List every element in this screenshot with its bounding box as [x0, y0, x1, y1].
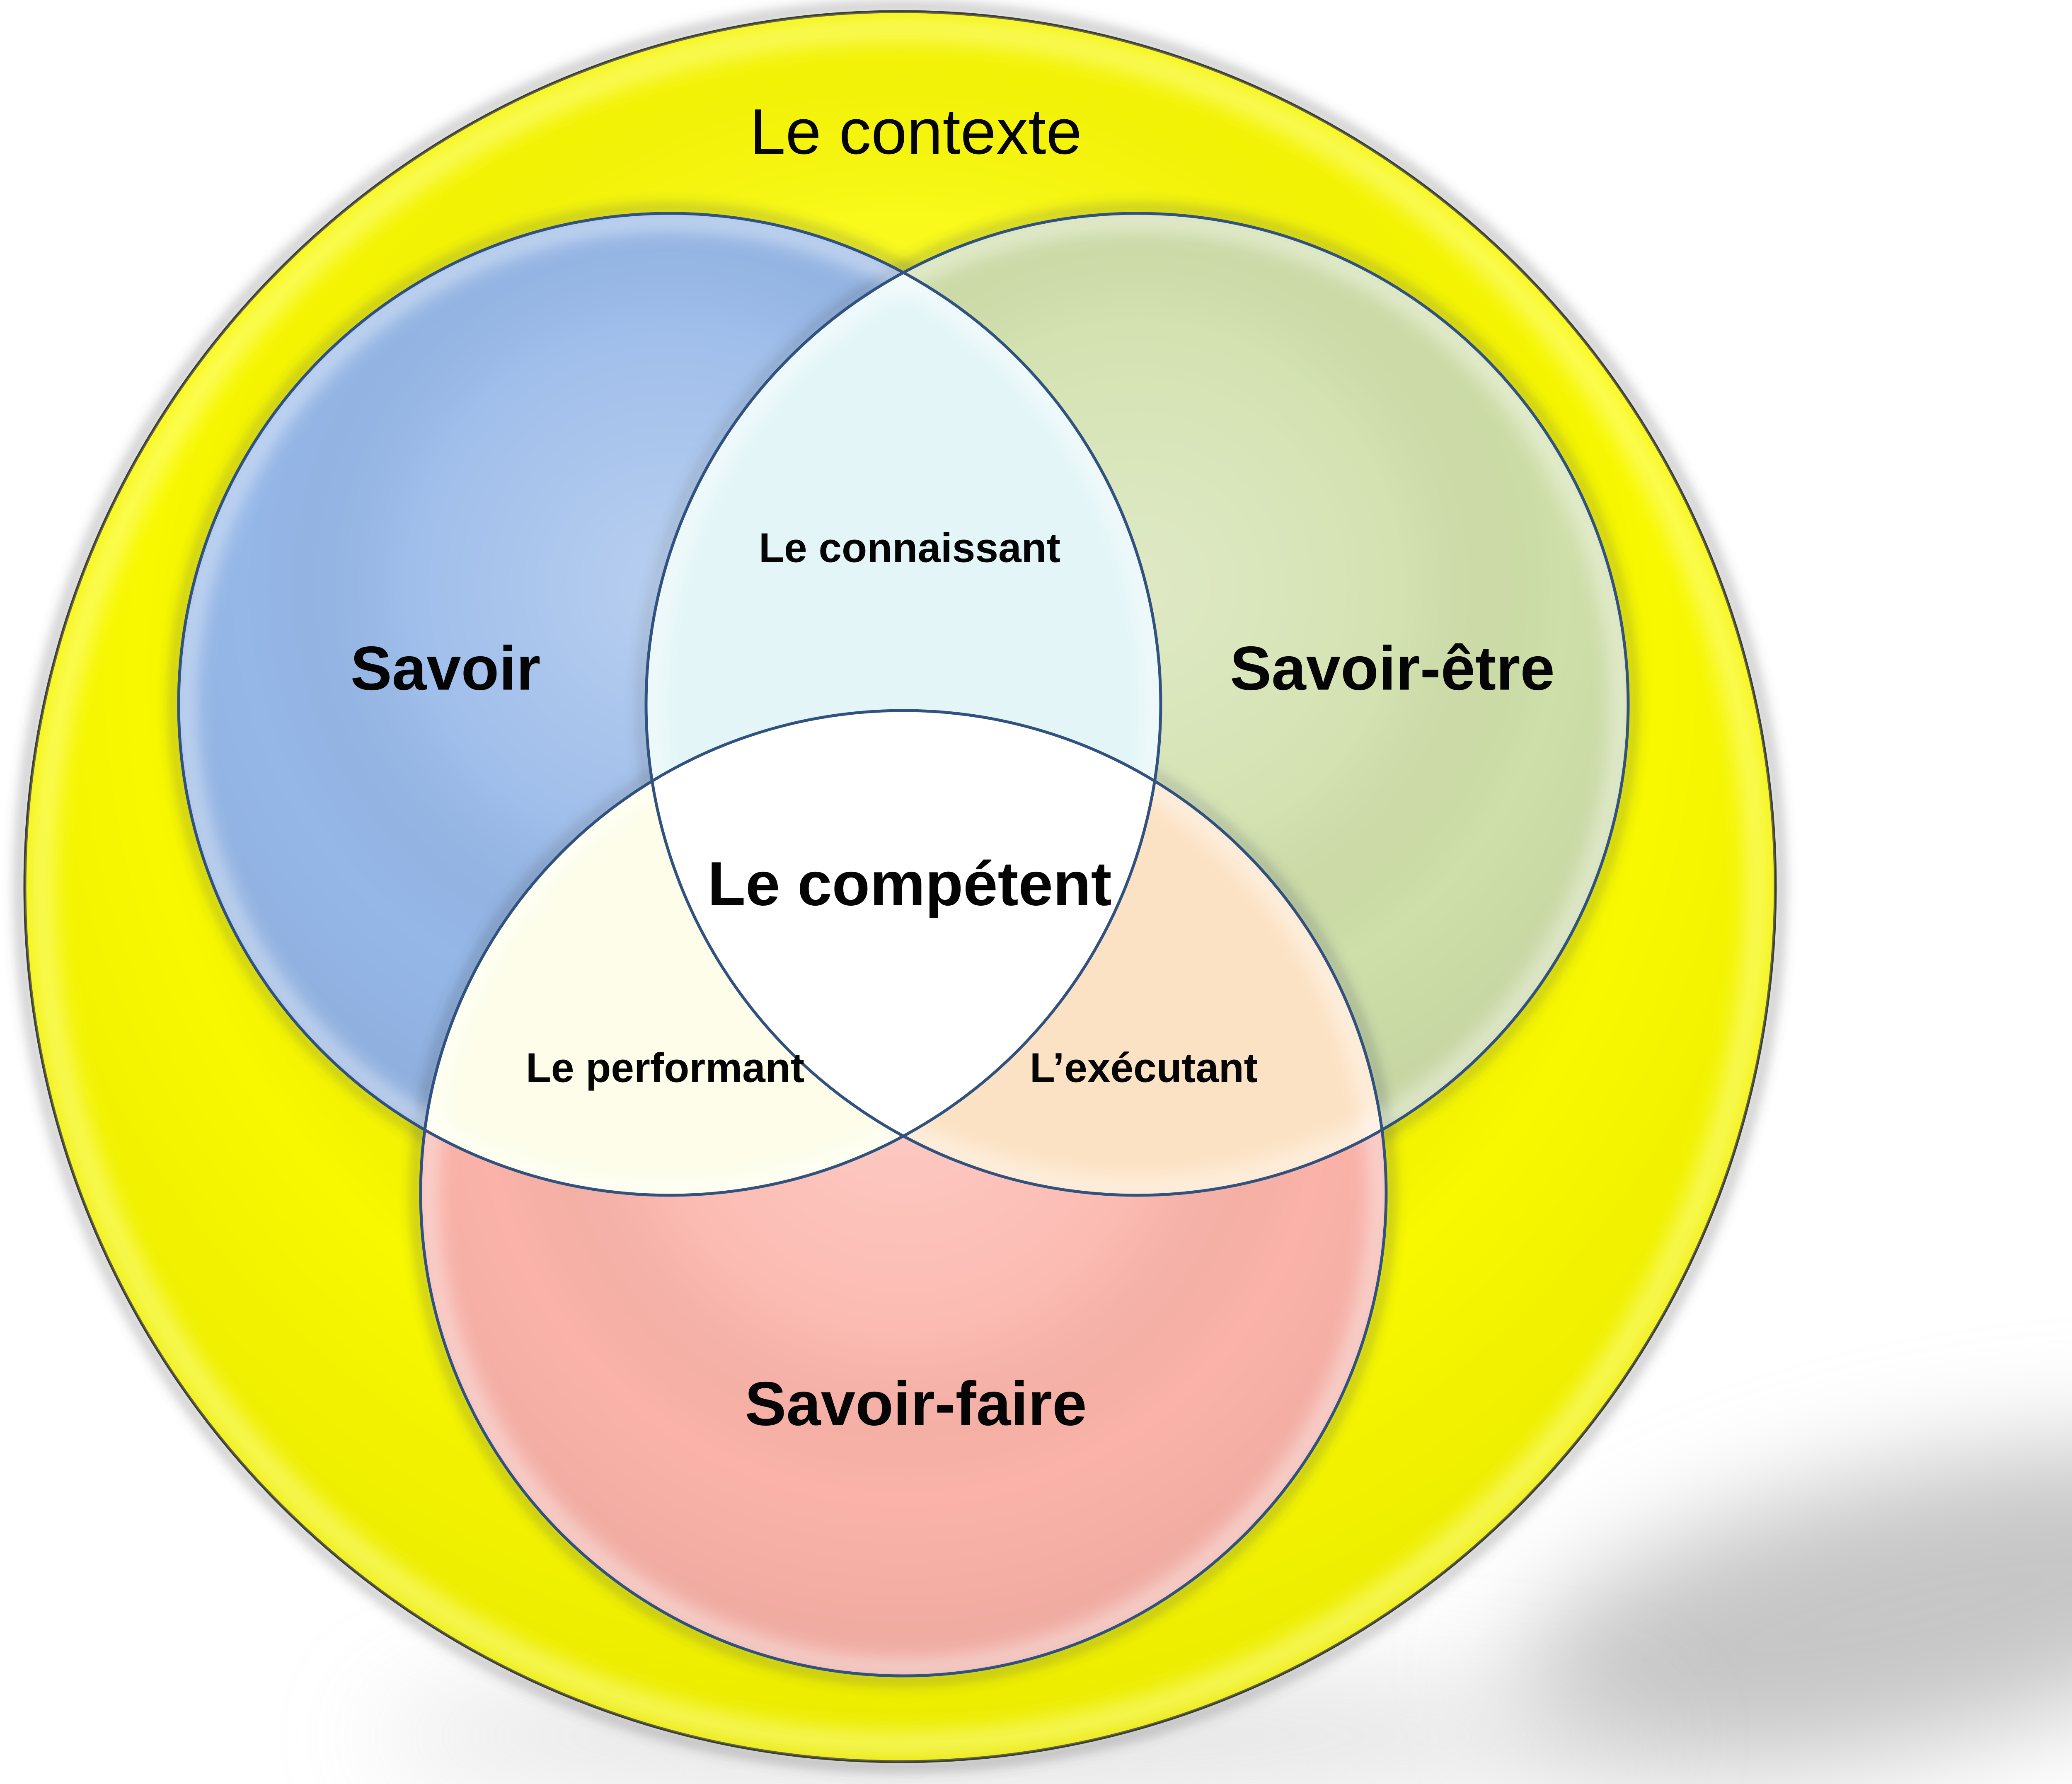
label-savoir-faire: Savoir-faire: [745, 1369, 1087, 1438]
context-circle-inner-rim-highlight: [29, 16, 1771, 1757]
savoir-circle-outline: [177, 212, 1162, 1197]
savoir-etre-circle-inner-rim-highlight: [646, 213, 1628, 1195]
label-competent: Le compétent: [707, 849, 1111, 919]
label-savoir: Savoir: [351, 633, 541, 703]
label-executant: L’exécutant: [1030, 1044, 1258, 1091]
label-connaissant: Le connaissant: [759, 525, 1060, 571]
cast-shadow-bottom-right: [1513, 1445, 2072, 1770]
savoir-etre-circle-outline: [644, 212, 1630, 1197]
savoir-faire-circle-outline: [419, 709, 1388, 1678]
label-contexte: Le contexte: [750, 96, 1082, 167]
label-savoir-etre: Savoir-être: [1230, 633, 1555, 703]
savoir-circle-inner-rim-highlight: [179, 213, 1161, 1195]
savoir-faire-circle-inner-rim-highlight: [421, 711, 1386, 1676]
label-performant: Le performant: [526, 1044, 804, 1091]
context-circle-shadow-halo: [15, 2, 1785, 1771]
